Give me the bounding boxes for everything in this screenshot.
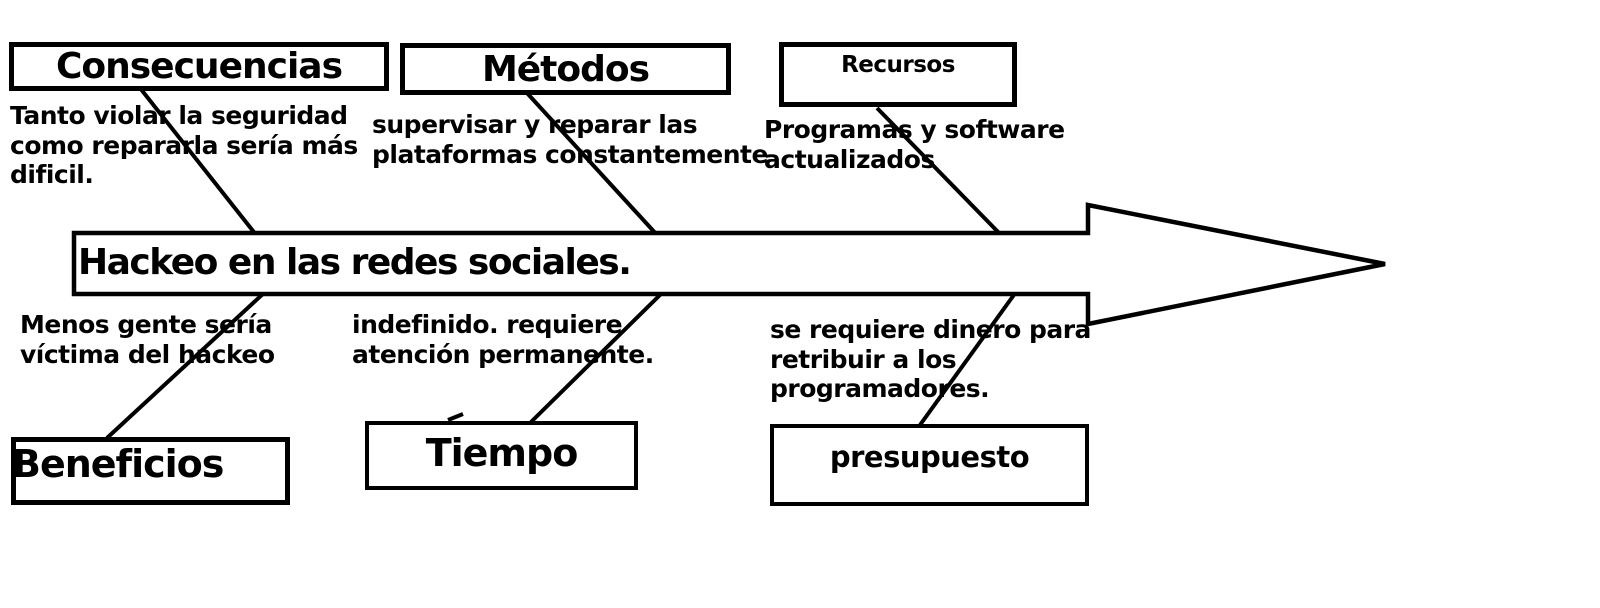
- note-line: actualizados: [764, 144, 935, 174]
- tiempo-box: Tiempo: [365, 421, 638, 490]
- presupuesto-box-label: presupuesto: [829, 440, 1030, 474]
- metodos-box: Métodos: [400, 43, 731, 95]
- consecuencias-box: Consecuencias: [9, 42, 389, 91]
- note-line: indefinido. requiere: [352, 310, 623, 339]
- recursos-box-label: Recursos: [841, 52, 955, 78]
- note-line: Menos gente sería: [20, 310, 272, 339]
- note-line: dificil.: [10, 160, 94, 189]
- note-line: se requiere dinero para: [770, 315, 1091, 344]
- note-line: Programas y software: [764, 115, 1065, 144]
- recursos-note: Programas y software actualizados: [764, 115, 1065, 174]
- note-line: retribuir a los: [770, 344, 957, 374]
- presupuesto-note: se requiere dinero para retribuir a los …: [770, 315, 1091, 404]
- spine-problem-label: Hackeo en las redes sociales.: [78, 242, 632, 283]
- stray-pen-mark: [447, 412, 464, 422]
- consecuencias-box-label: Consecuencias: [55, 46, 343, 87]
- note-line: plataformas constantemente: [372, 139, 768, 169]
- consecuencias-note: Tanto violar la seguridad como repararla…: [10, 101, 358, 190]
- metodos-box-label: Métodos: [481, 48, 650, 90]
- beneficios-note: Menos gente sería víctima del hackeo: [20, 310, 275, 369]
- tiempo-note: indefinido. requiere atención permanente…: [352, 310, 654, 369]
- metodos-note: supervisar y reparar las plataformas con…: [372, 110, 768, 169]
- recursos-box: Recursos: [779, 42, 1017, 107]
- note-line: Tanto violar la seguridad: [10, 101, 348, 130]
- note-line: supervisar y reparar las: [372, 110, 698, 139]
- note-line: programadores.: [770, 374, 990, 403]
- beneficios-box-label: Beneficios: [12, 442, 224, 486]
- tiempo-box-label: Tiempo: [425, 430, 579, 475]
- note-line: víctima del hackeo: [20, 339, 275, 369]
- presupuesto-box: presupuesto: [770, 424, 1089, 506]
- note-line: atención permanente.: [352, 339, 654, 369]
- beneficios-box: Beneficios: [11, 437, 290, 505]
- note-line: como repararla sería más: [10, 130, 358, 160]
